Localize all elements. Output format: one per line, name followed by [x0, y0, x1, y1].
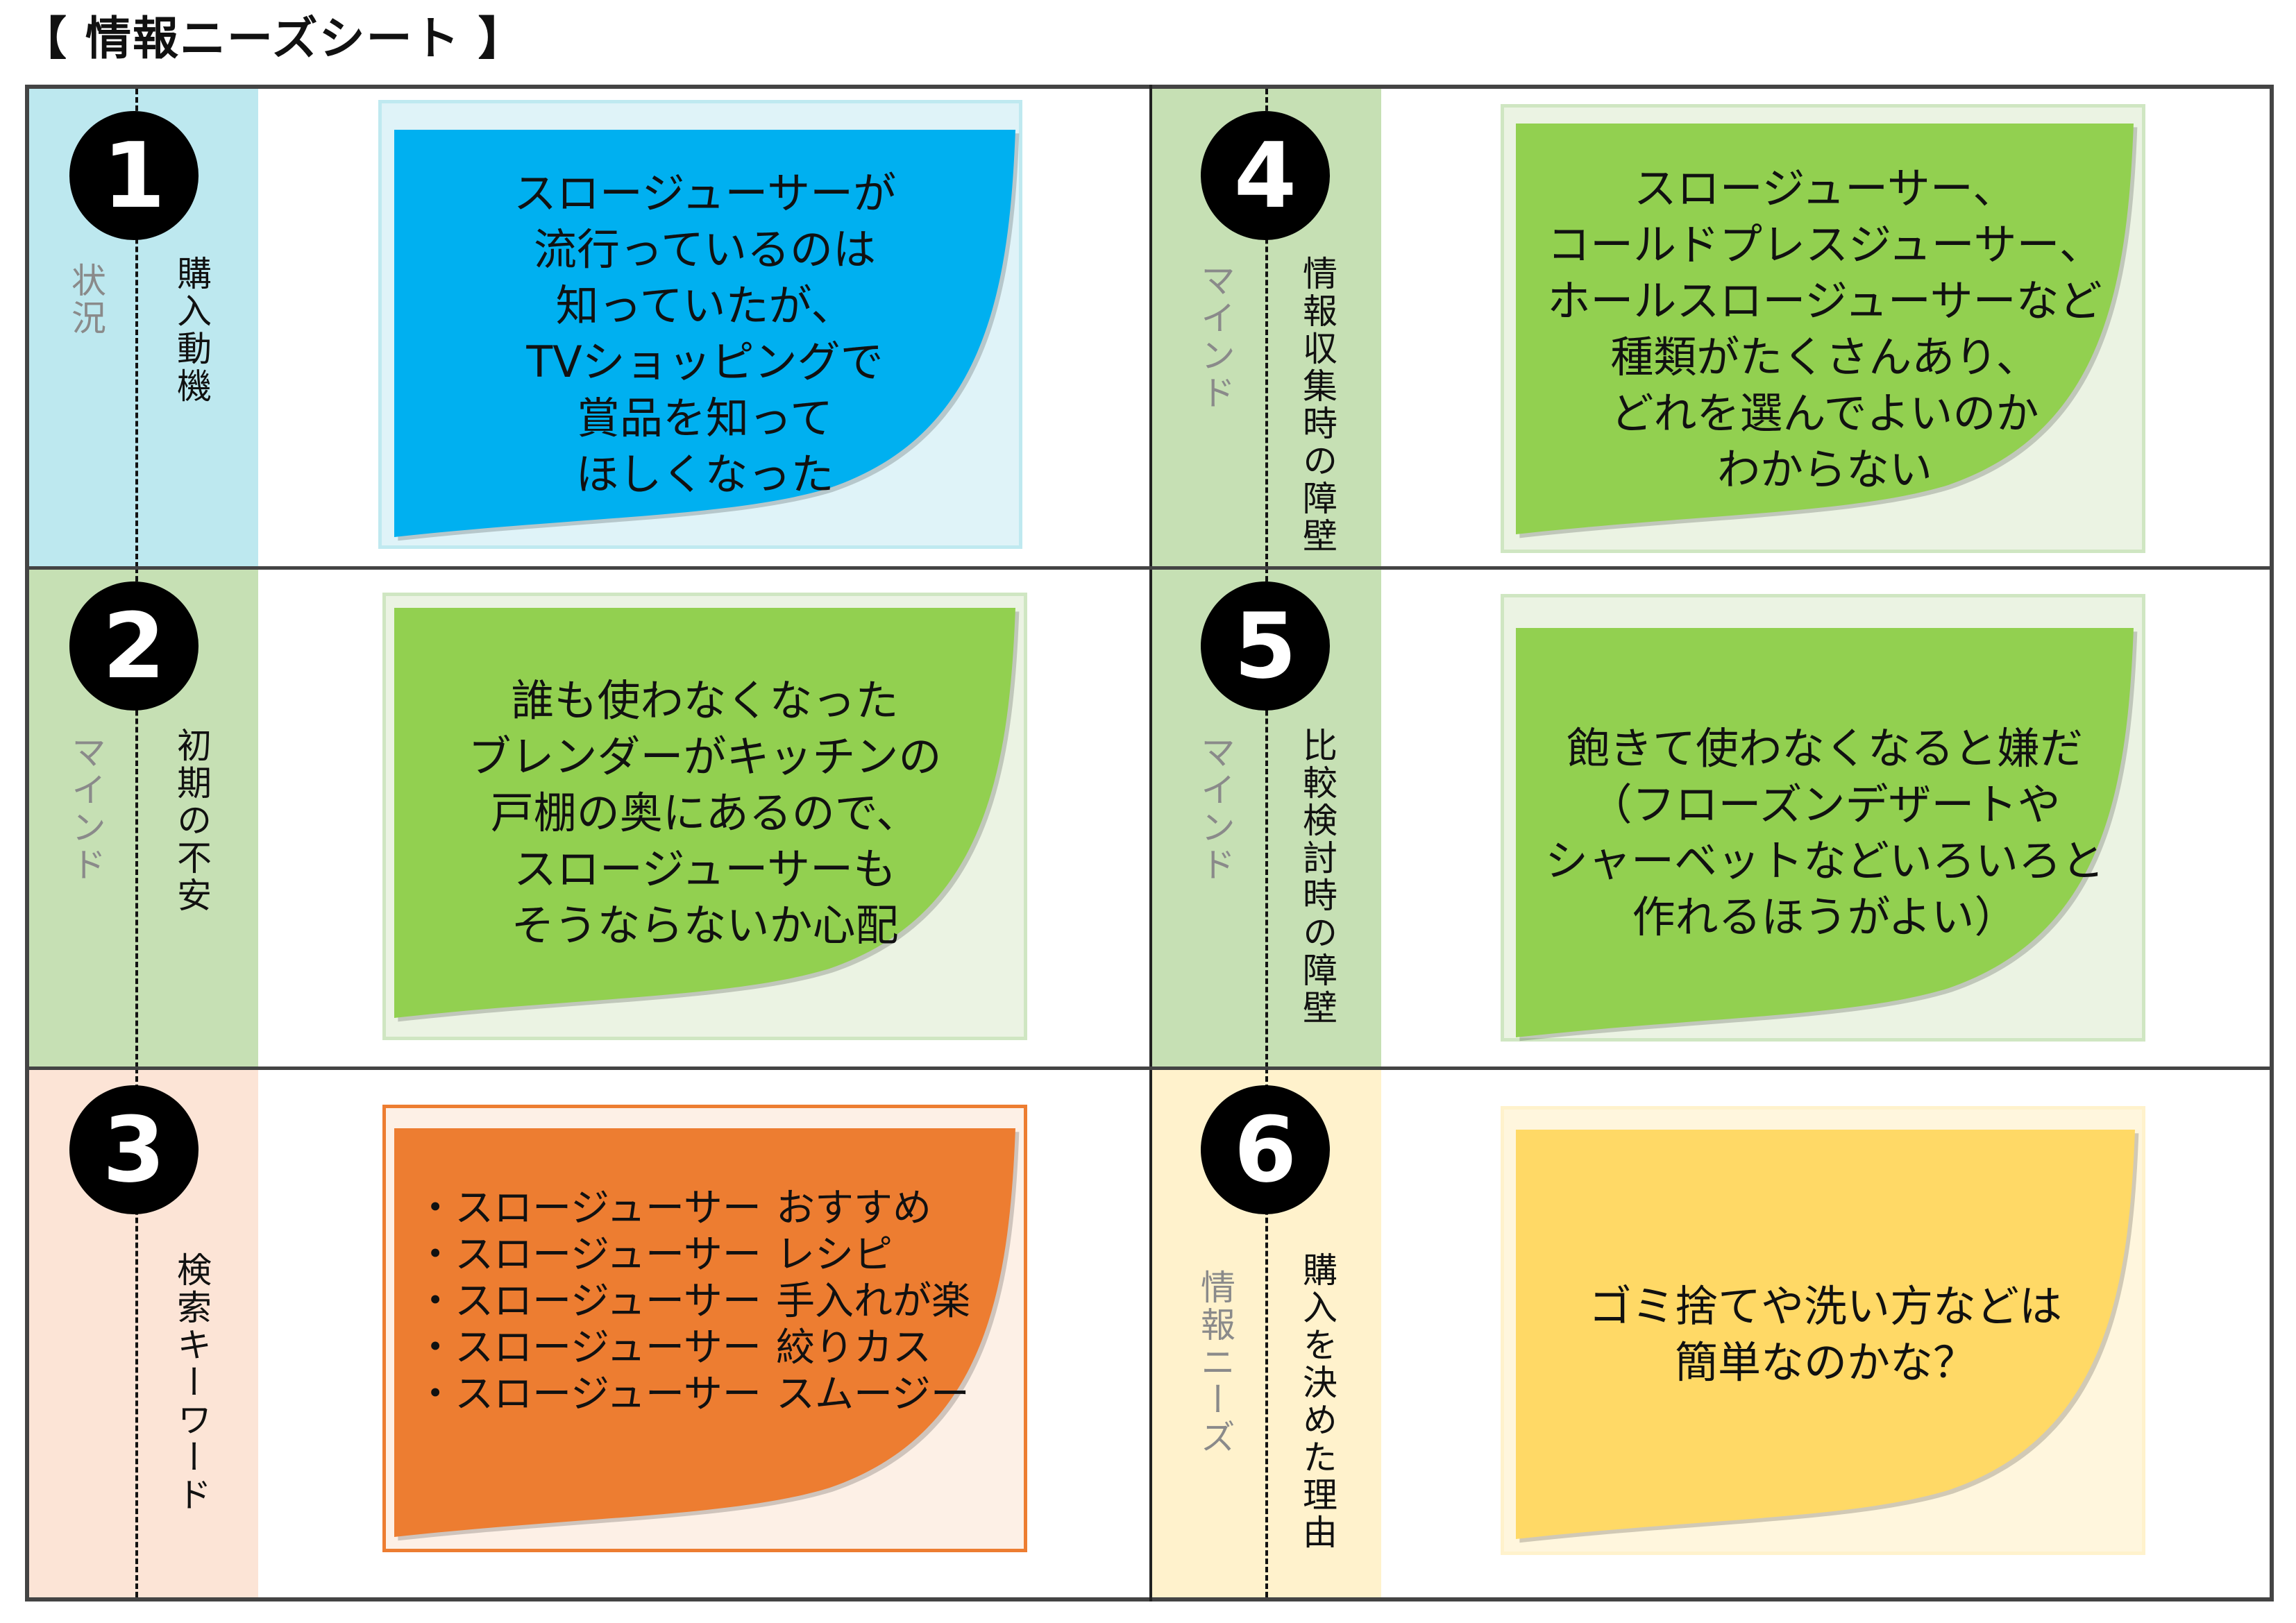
category-label: 情報ニーズ [1195, 1269, 1235, 1456]
sticky-note-shape [394, 130, 1020, 541]
step-number-badge: 6 [1201, 1085, 1330, 1214]
sticky-note: スロージューサー、コールドプレスジューサー、ホールスロージューサーなど種類がたく… [1516, 124, 2138, 538]
step-number-badge: 5 [1201, 581, 1330, 711]
keyword-item: ・スロージューサー手入れが楽 [401, 1278, 970, 1325]
row-divider [25, 566, 2274, 570]
section-label: 購入動機 [171, 255, 212, 405]
dashed-divider [135, 568, 138, 1068]
note-text-line: 賞品を知って [577, 392, 833, 443]
note-text-line: コールドプレスジューサー、 [1547, 219, 2102, 270]
note-text-line: どれを選んでよいのか [1610, 388, 2039, 439]
section-label: 比較検討時の障壁 [1297, 727, 1337, 1027]
note-text-line: ほしくなった [575, 448, 834, 500]
note-text-line: スロージューサーが [513, 167, 897, 219]
section-label: 検索キーワード [171, 1252, 212, 1514]
dashed-divider [135, 1068, 138, 1597]
page-title: 【 情報ニーズシート 】 [21, 12, 525, 65]
keyword-item: ・スロージューサー絞りカス [401, 1325, 931, 1371]
dashed-divider [135, 89, 138, 568]
sticky-note: ゴミ捨てや洗い方などは簡単なのかな？ [1516, 1130, 2139, 1543]
sticky-note-shape [1516, 628, 2138, 1042]
sticky-note: 飽きて使わなくなると嫌だ（フローズンデザートやシャーベットなどいろいろと作れるほ… [1516, 628, 2138, 1042]
keyword-base: ・スロージューサー [416, 1279, 761, 1324]
keyword-base: ・スロージューサー [416, 1186, 761, 1231]
keyword-item: ・スロージューサースムージー [401, 1371, 970, 1418]
note-text-line: TVショッピングで [526, 336, 884, 387]
keyword-base: ・スロージューサー [416, 1325, 761, 1370]
sticky-note: スロージューサーが流行っているのは知っていたが、TVショッピングで賞品を知ってほ… [394, 130, 1020, 541]
sticky-note-shape [1516, 1130, 2139, 1543]
keyword-modifier: レシピ [776, 1232, 893, 1277]
note-text-line: 簡単なのかな？ [1674, 1337, 1976, 1388]
note-text-line: スロージューサーも [513, 844, 897, 894]
section-label: 情報収集時の障壁 [1297, 255, 1337, 555]
keyword-item: ・スロージューサーレシピ [401, 1232, 893, 1278]
category-label: マインド [1195, 262, 1235, 412]
step-number-badge: 3 [69, 1085, 199, 1214]
note-text-line: 飽きて使わなくなると嫌だ [1566, 723, 2083, 774]
section-label: 購入を決めた理由 [1297, 1252, 1337, 1552]
keyword-base: ・スロージューサー [416, 1232, 761, 1277]
keyword-modifier: 絞りカス [776, 1325, 931, 1370]
note-text-line: 誰も使わなくなった [511, 675, 899, 726]
note-text-line: ホールスロージューサーなど [1547, 275, 2102, 326]
note-text-line: そうならないか心配 [511, 900, 899, 951]
note-text-line: スロージューサー、 [1633, 163, 2016, 214]
category-label: マインド [1195, 734, 1235, 884]
center-divider [1149, 85, 1152, 1601]
note-text-line: 戸棚の奥にあるので、 [490, 788, 920, 838]
note-text-line: （フローズンデザートや [1589, 779, 2061, 830]
sticky-note: 誰も使わなくなったブレンダーがキッチンの戸棚の奥にあるので、スロージューサーもそ… [394, 608, 1020, 1022]
note-text-line: 種類がたくさんあり、 [1610, 332, 2039, 382]
step-number-badge: 1 [69, 111, 199, 240]
step-number-badge: 2 [69, 581, 199, 711]
row-divider [25, 1067, 2274, 1070]
note-text-line: 知っていたが、 [555, 280, 854, 331]
note-text-line: わからない [1716, 444, 1932, 495]
dashed-divider [1265, 1068, 1268, 1597]
note-text-line: 流行っているのは [534, 223, 876, 275]
sticky-note-shape [394, 608, 1020, 1022]
keyword-base: ・スロージューサー [416, 1372, 761, 1417]
sticky-note-shape [1516, 124, 2138, 538]
keyword-modifier: 手入れが楽 [776, 1279, 970, 1324]
category-label: マインド [66, 734, 106, 884]
step-number-badge: 4 [1201, 111, 1330, 240]
sticky-note-shape [394, 1128, 1020, 1541]
keyword-modifier: おすすめ [776, 1186, 931, 1231]
note-text-line: ゴミ捨てや洗い方などは [1588, 1281, 2062, 1332]
note-text-line: 作れるほうがよい） [1632, 892, 2018, 942]
category-label: 状況 [66, 262, 106, 337]
keyword-item: ・スロージューサーおすすめ [401, 1185, 931, 1232]
note-text-line: シャーベットなどいろいろと [1544, 835, 2104, 886]
dashed-divider [1265, 568, 1268, 1068]
dashed-divider [1265, 89, 1268, 568]
note-text-line: ブレンダーがキッチンの [468, 731, 942, 782]
keyword-modifier: スムージー [776, 1372, 970, 1417]
section-label: 初期の不安 [171, 727, 212, 915]
sticky-note: ・スロージューサーおすすめ・スロージューサーレシピ・スロージューサー手入れが楽・… [394, 1128, 1020, 1541]
